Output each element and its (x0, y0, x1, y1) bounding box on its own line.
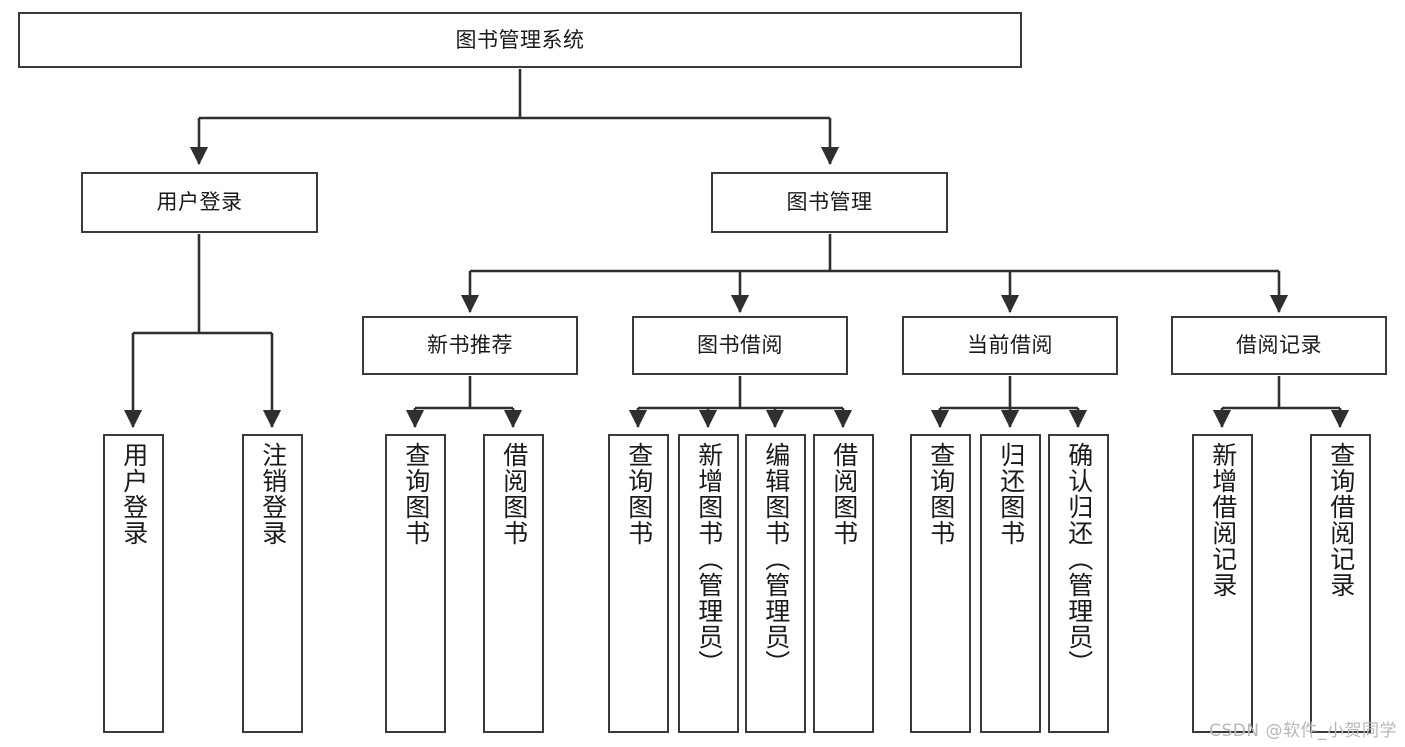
node-label: 确认归还（管理员） (1064, 442, 1094, 676)
node-borrowing-records[interactable]: 借阅记录 (1171, 316, 1387, 375)
node-leaf-query-book-new-book[interactable]: 查询图书 (385, 434, 446, 733)
node-label: 新书推荐 (427, 333, 513, 358)
node-label: 新增借阅记录 (1208, 442, 1238, 598)
node-label: 用户登录 (156, 190, 243, 215)
node-leaf-user-logout[interactable]: 注销登录 (242, 434, 303, 733)
node-label: 用户登录 (119, 442, 149, 546)
node-label: 借阅图书 (829, 442, 859, 546)
node-label: 注销登录 (258, 442, 288, 546)
node-leaf-edit-book-admin[interactable]: 编辑图书（管理员） (745, 434, 806, 733)
node-leaf-query-book-borrowing[interactable]: 查询图书 (608, 434, 669, 733)
node-leaf-add-borrow-record[interactable]: 新增借阅记录 (1192, 434, 1253, 733)
node-label: 借阅记录 (1236, 333, 1322, 358)
node-label: 新增图书（管理员） (694, 442, 724, 676)
node-root-book-management-system[interactable]: 图书管理系统 (18, 12, 1022, 68)
node-leaf-borrow-book-borrowing[interactable]: 借阅图书 (813, 434, 874, 733)
node-leaf-user-login[interactable]: 用户登录 (103, 434, 164, 733)
node-book-borrowing[interactable]: 图书借阅 (632, 316, 848, 375)
node-leaf-return-book[interactable]: 归还图书 (980, 434, 1041, 733)
node-label: 当前借阅 (967, 333, 1053, 358)
node-label: 借阅图书 (499, 442, 529, 546)
node-label: 图书管理系统 (455, 27, 585, 52)
watermark-text: CSDN @软件_小贺同学 (1209, 721, 1397, 741)
node-label: 查询图书 (401, 442, 431, 546)
node-new-book-recommendation[interactable]: 新书推荐 (362, 316, 578, 375)
node-leaf-add-book-admin[interactable]: 新增图书（管理员） (678, 434, 739, 733)
node-current-borrowing[interactable]: 当前借阅 (902, 316, 1118, 375)
node-label: 查询借阅记录 (1326, 442, 1356, 598)
node-label: 图书借阅 (697, 333, 783, 358)
node-leaf-query-borrow-record[interactable]: 查询借阅记录 (1310, 434, 1371, 733)
node-leaf-confirm-return-admin[interactable]: 确认归还（管理员） (1048, 434, 1109, 733)
node-user-login[interactable]: 用户登录 (81, 172, 318, 233)
node-leaf-query-book-current[interactable]: 查询图书 (910, 434, 971, 733)
node-label: 查询图书 (926, 442, 956, 546)
node-book-management[interactable]: 图书管理 (711, 172, 948, 233)
node-label: 编辑图书（管理员） (761, 442, 791, 676)
node-leaf-borrow-book-new-book[interactable]: 借阅图书 (483, 434, 544, 733)
node-label: 图书管理 (786, 190, 873, 215)
node-label: 归还图书 (996, 442, 1026, 546)
node-label: 查询图书 (624, 442, 654, 546)
